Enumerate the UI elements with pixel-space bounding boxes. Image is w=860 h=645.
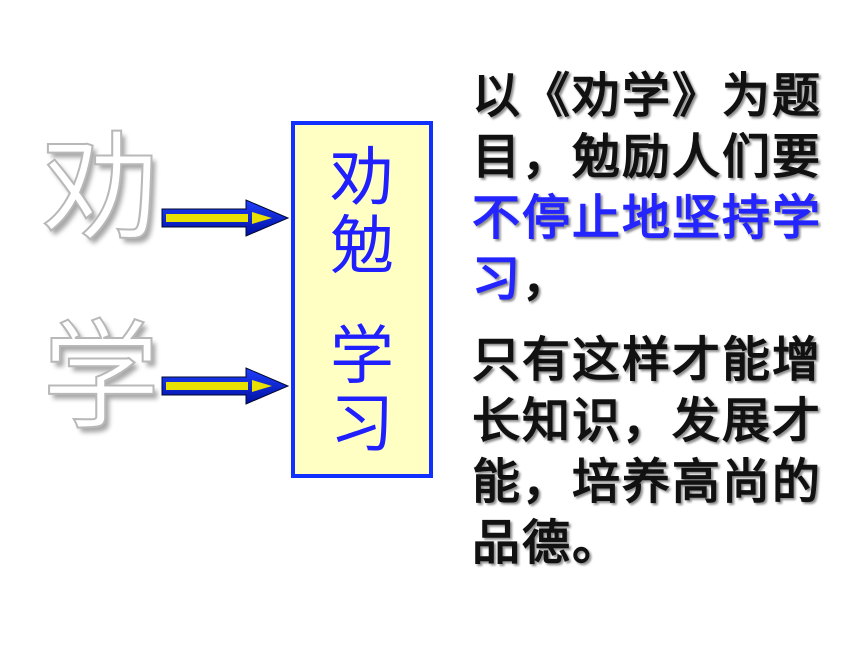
word-box: 劝 勉 学 习: [291, 121, 433, 478]
paragraph-1-end: ，: [522, 251, 573, 307]
explanation-text: 以《劝学》为题目，勉励人们要不停止地坚持学习， 只有这样才能增长知识，发展才能，…: [472, 66, 842, 574]
paragraph-2: 只有这样才能增长知识，发展才能，培养高尚的品德。: [472, 332, 823, 571]
box-char-xi: 习: [330, 388, 394, 462]
outline-char-quan: 劝: [41, 120, 161, 258]
box-char-quan: 劝: [330, 142, 394, 216]
paragraph-1: 以《劝学》为题目，勉励人们要不停止地坚持学习，: [472, 66, 842, 310]
arrow-right-icon: [161, 199, 290, 237]
paragraph-1-text: 以《劝学》为题目，勉励人们要: [472, 68, 823, 185]
box-char-mian: 勉: [330, 210, 394, 284]
outline-char-xue: 学: [41, 308, 161, 446]
box-char-xue: 学: [330, 320, 394, 394]
highlight-text: 不停止地坚持学习: [472, 190, 823, 307]
arrow-right-icon: [161, 367, 290, 405]
